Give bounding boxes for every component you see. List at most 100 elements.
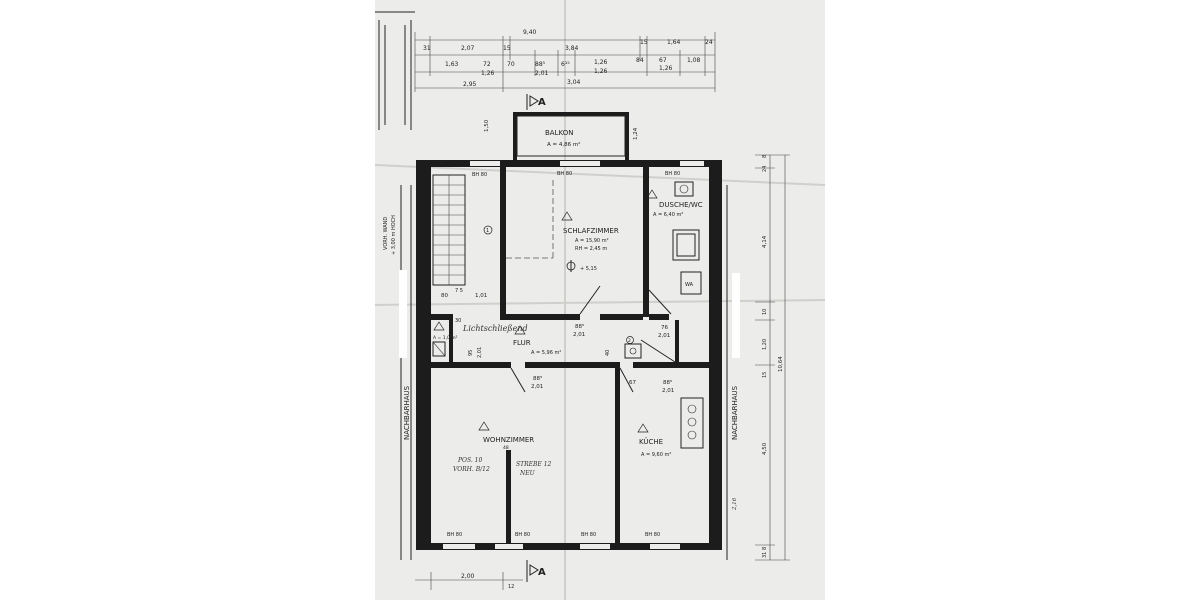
abstell-area: A = 1,0 m² [433, 335, 458, 341]
dim-top-2: 15 [503, 45, 511, 52]
right-scan-tab [732, 273, 740, 358]
kueche-area: A = 9,60 m² [641, 452, 671, 458]
rdim-4-50: 4,50 [762, 442, 768, 455]
dim-r2b-2: 1,26 [594, 68, 608, 75]
dim-top-6: 24 [705, 39, 713, 46]
vorh-wand-hoch: + 3,00 m HOCH [391, 215, 397, 255]
floor-plan: 9,40 31 2,07 15 3,84 15 1,64 24 1,63 72 … [375, 0, 825, 600]
dim-r2-7: 67 [659, 57, 667, 64]
bh80-schlaf: BH 80 [557, 171, 572, 177]
bh80-wohn-1: BH 80 [447, 532, 462, 538]
rdim-4-14: 4,14 [762, 235, 768, 248]
dim-2-01-e: 2,01 [477, 347, 483, 358]
kueche: 67 88⁵ 2,01 KÜCHE A = 9,60 m² BH 80 [619, 367, 704, 538]
rdim-1-20: 1,20 [762, 339, 768, 350]
nachbarhaus-left: NACHBARHAUS [403, 385, 411, 440]
dim-2-01-c: 2,01 [531, 384, 543, 390]
dim-r3-1: 3,04 [567, 79, 581, 86]
neu-note: NEU [519, 470, 536, 477]
dim-1-24: 1,24 [633, 127, 639, 140]
rdim-31: 31 [762, 552, 768, 558]
abstellraum: A = 1,0 m² 30 95 2,01 [432, 318, 483, 358]
bh80-stair: BH 80 [472, 172, 487, 178]
dim-95: 95 [468, 350, 474, 356]
dim-top-5: 1,64 [667, 39, 681, 46]
schlafzimmer-level: + 5,15 [580, 266, 597, 272]
dim-88-5-b: 88⁵ [533, 375, 542, 382]
right-dimensions: 24 8 4,14 10 1,20 15 10,64 4,50 2,16 8 3… [732, 154, 790, 561]
bh80-wohn-3: BH 80 [581, 532, 596, 538]
strebe-48: 48 [503, 445, 509, 451]
floor-plan-paper: 9,40 31 2,07 15 3,84 15 1,64 24 1,63 72 … [375, 0, 825, 600]
dim-76: 76 [661, 325, 668, 331]
dim-r2-6: 84 [636, 57, 644, 64]
nachbarhaus-right: NACHBARHAUS [731, 385, 739, 440]
staircase: BH 80 1 80 7 5 1,01 [432, 172, 493, 299]
balkon-area: A = 4,86 m² [547, 141, 580, 148]
dim-80: 80 [441, 293, 448, 299]
vorh-note: VORH. B/12 [453, 466, 490, 473]
dim-r2-3: 88⁵ [535, 61, 546, 68]
dim-top-1: 2,07 [461, 45, 475, 52]
rdim-24: 24 [762, 166, 768, 172]
schlafzimmer-name: SCHLAFZIMMER [563, 227, 619, 235]
rdim-8a: 8 [762, 155, 768, 158]
dim-r2b-3: 1,26 [659, 65, 673, 72]
dim-1-01: 1,01 [475, 293, 487, 299]
dim-2-01-a: 2,01 [573, 332, 585, 338]
schlafzimmer-area: A = 15,90 m² [575, 238, 609, 244]
rdim-2-16: 2,16 [732, 497, 738, 511]
dim-7-5: 7 5 [455, 288, 463, 294]
wohnzimmer-name: WOHNZIMMER [483, 436, 534, 444]
left-scan-tab [399, 270, 407, 358]
bdim-2-00: 2,00 [461, 573, 475, 580]
section-label-top: A [538, 97, 546, 108]
interior-walls [431, 167, 709, 543]
wohnzimmer: 88⁵ 2,01 WOHNZIMMER 48 POS. 10 VORH. B/1… [447, 367, 596, 543]
rdim-15: 15 [762, 372, 768, 378]
section-marker-bottom: A [526, 560, 546, 582]
top-dimensions: 9,40 31 2,07 15 3,84 15 1,64 24 1,63 72 … [414, 29, 716, 92]
balkon-name: BALKON [545, 129, 573, 137]
dim-30: 30 [455, 318, 461, 324]
rdim-10-64: 10,64 [778, 356, 784, 372]
bh80-dusche: BH 80 [665, 171, 680, 177]
dim-1-50: 1,50 [484, 119, 490, 132]
dim-67: 67 [629, 380, 636, 386]
dim-top-0: 31 [423, 45, 431, 52]
room-number-1: 1 [486, 228, 489, 234]
rdim-10: 10 [762, 309, 768, 315]
room-number-2: 2 [628, 338, 631, 344]
dim-r2b-0: 1,26 [481, 70, 495, 77]
strebe-note: STREBE 12 [516, 461, 552, 468]
dusche-wc: BH 80 WA DUSCHE/WC A = 6,40 m² [646, 171, 703, 315]
kueche-name: KÜCHE [639, 437, 663, 446]
dim-r2-1: 72 [483, 61, 491, 68]
dim-88-5-c: 88⁵ [663, 379, 672, 386]
outer-walls [416, 160, 722, 550]
wa-label: WA [685, 282, 694, 288]
dim-r3-0: 2,95 [463, 81, 477, 88]
dusche-area: A = 6,40 m² [653, 212, 683, 218]
flur-name: FLUR [513, 339, 531, 347]
dim-r2-8: 1,08 [687, 57, 701, 64]
section-marker-top: A [526, 94, 546, 110]
dim-top-3: 3,84 [565, 45, 579, 52]
schlafzimmer-rh: RH = 2,45 m [575, 246, 607, 252]
dusche-name: DUSCHE/WC [659, 201, 703, 209]
horizontal-fold-top [375, 164, 825, 186]
dim-r2-4: 6¹⁵ [561, 61, 570, 68]
bh80-kueche: BH 80 [645, 532, 660, 538]
nachbarhaus: NACHBARHAUS NACHBARHAUS VORH. WAND + 3,0… [383, 185, 739, 560]
flur: Lichtschließend 88⁵ 2,01 76 2,01 FLUR A … [462, 323, 676, 363]
horizontal-fold-mid [375, 299, 825, 306]
bdim-12: 12 [508, 584, 514, 590]
dim-88-5-a: 88⁵ [575, 323, 584, 330]
dim-top-4: 15 [640, 39, 648, 46]
dim-2-01-d: 2,01 [662, 388, 674, 394]
dim-2-01-b: 2,01 [658, 333, 670, 339]
dim-total: 9,40 [523, 29, 537, 36]
pos-note: POS. 10 [457, 457, 482, 464]
dim-r2-5: 1,26 [594, 59, 608, 66]
balcony: BALKON A = 4,86 m² 1,50 1,24 [484, 112, 639, 160]
